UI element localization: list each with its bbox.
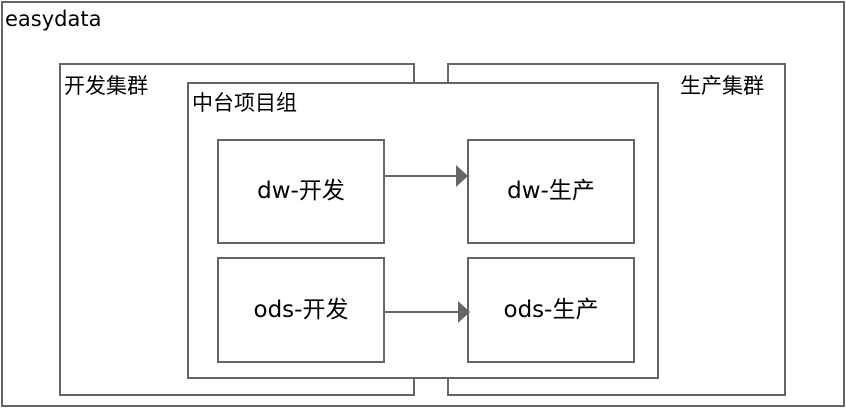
arrow-dw-dev-to-dw-prod [385,165,468,187]
ods-prod-node: ods-生产 [467,257,635,363]
ods-dev-label: ods-开发 [253,296,349,323]
dw-dev-label: dw-开发 [257,178,345,204]
ods-prod-label: ods-生产 [503,296,599,323]
ods-dev-node: ods-开发 [217,257,385,363]
dw-prod-label: dw-生产 [507,178,595,204]
dev-cluster-title: 开发集群 [64,74,148,98]
easydata-title: easydata [5,7,102,31]
arrow-ods-dev-to-ods-prod [385,301,470,323]
project-group-title: 中台项目组 [192,91,297,115]
dw-dev-node: dw-开发 [217,139,385,244]
dw-prod-node: dw-生产 [467,139,635,244]
prod-cluster-title: 生产集群 [680,74,764,98]
